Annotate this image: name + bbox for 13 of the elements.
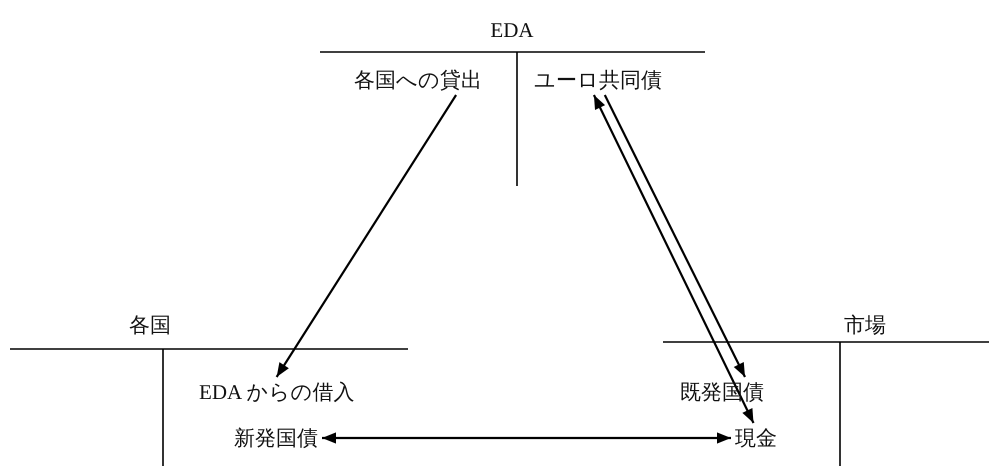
arrow (322, 432, 731, 444)
account-entry: ユーロ共同債 (530, 65, 666, 95)
account-title: 各国 (129, 313, 171, 337)
account-entry: 現金 (731, 423, 781, 453)
account-entry: 各国への貸出 (350, 65, 486, 95)
account-entry: 新発国債 (230, 423, 322, 453)
arrow (592, 94, 754, 424)
account-title: 市場 (844, 313, 886, 337)
arrow (276, 94, 457, 378)
account-title: EDA (490, 18, 534, 42)
arrow (604, 94, 746, 378)
account-entry: EDA からの借入 (195, 377, 358, 407)
t-account (663, 311, 989, 466)
